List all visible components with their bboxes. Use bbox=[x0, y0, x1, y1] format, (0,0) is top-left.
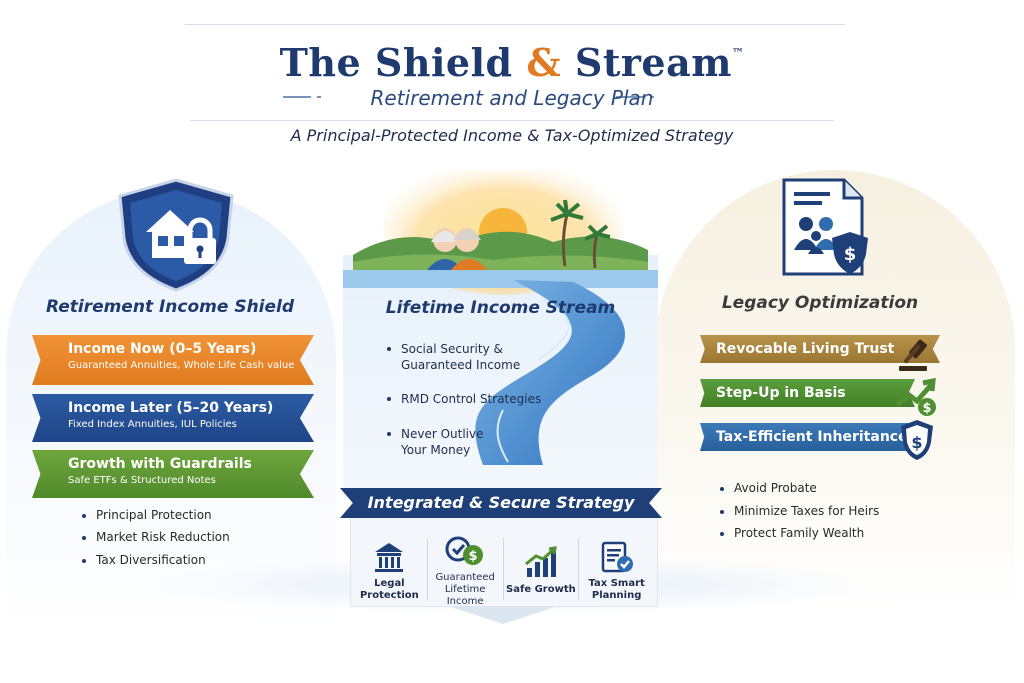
ribbon-tax-inheritance: Tax-Efficient Inheritance bbox=[700, 423, 910, 451]
feature-label: Legal Protection bbox=[359, 578, 419, 601]
ribbon-income-later: Income Later (5–20 Years) Fixed Index An… bbox=[32, 394, 314, 442]
svg-text:$: $ bbox=[922, 401, 931, 416]
ribbon-detail: Fixed Index Annuities, IUL Policies bbox=[68, 419, 237, 430]
feature-safe-growth: Safe Growth bbox=[504, 542, 579, 596]
ribbon-step-up-basis: Step-Up in Basis Strategy bbox=[700, 379, 915, 407]
bullet-text: Tax Diversification bbox=[96, 553, 206, 567]
subtitle-left-dashes bbox=[283, 96, 321, 98]
trademark-symbol: ™ bbox=[731, 46, 745, 60]
bullet-text: Social Security & Guaranteed Income bbox=[401, 342, 521, 372]
family-document-shield-icon: $ bbox=[782, 178, 868, 276]
bullet-tax-diversification: Tax Diversification bbox=[82, 553, 206, 567]
section-title-income-stream: Lifetime Income Stream bbox=[385, 298, 616, 318]
document-check-icon bbox=[601, 541, 633, 573]
section-title-legacy: Legacy Optimization bbox=[721, 293, 919, 313]
ribbon-income-now: Income Now (0–5 Years) Guaranteed Annuit… bbox=[32, 335, 314, 385]
title-part-stream: Stream bbox=[574, 40, 732, 85]
feature-label: Safe Growth bbox=[506, 584, 576, 595]
svg-text:$: $ bbox=[844, 244, 857, 265]
ribbon-detail: Safe ETFs & Structured Notes bbox=[68, 475, 216, 486]
header-divider bbox=[190, 120, 834, 121]
feature-guaranteed-income: $ Guaranteed Lifetime Income bbox=[428, 530, 503, 608]
arrow-dollar-icon: $ bbox=[895, 377, 936, 416]
gavel-icon bbox=[899, 339, 927, 371]
bullet-social-security: Social Security & Guaranteed Income bbox=[387, 341, 521, 373]
feature-separator bbox=[426, 538, 428, 600]
feature-separator bbox=[502, 538, 504, 600]
section-title-income-shield: Retirement Income Shield bbox=[45, 297, 295, 317]
ribbon-title: Growth with Guardrails bbox=[68, 456, 252, 472]
feature-row: Legal Protection $ Guaranteed Lifetime I… bbox=[352, 530, 654, 608]
growth-chart-icon bbox=[524, 546, 557, 577]
title-ampersand: & bbox=[526, 40, 562, 85]
bullet-market-risk: Market Risk Reduction bbox=[82, 530, 230, 544]
page-title: The Shield & Stream™ bbox=[0, 40, 1024, 85]
header-top-divider bbox=[185, 24, 845, 25]
page-tagline: A Principal-Protected Income & Tax-Optim… bbox=[290, 126, 734, 145]
bullet-text: Avoid Probate bbox=[734, 481, 817, 495]
bullet-principal-protection: Principal Protection bbox=[82, 508, 212, 522]
ribbon-living-trust: Revocable Living Trust bbox=[700, 335, 940, 363]
subtitle-right-dashes bbox=[616, 96, 654, 98]
feature-label: Guaranteed Lifetime Income bbox=[435, 572, 495, 607]
ribbon-title: Income Later (5–20 Years) bbox=[68, 400, 274, 416]
ribbon-detail: Guaranteed Annuities, Whole Life Cash va… bbox=[68, 360, 295, 371]
bullet-text: Minimize Taxes for Heirs bbox=[734, 504, 880, 518]
svg-text:$: $ bbox=[911, 433, 922, 452]
page-subtitle: Retirement and Legacy Plan bbox=[370, 86, 654, 110]
svg-text:$: $ bbox=[469, 549, 478, 564]
feature-tax-smart: Tax Smart Planning bbox=[579, 536, 654, 602]
feature-separator bbox=[578, 538, 580, 600]
sunset-river-illustration bbox=[343, 170, 658, 465]
integrated-strategy-banner: Integrated & Secure Strategy bbox=[340, 488, 662, 518]
bullet-text: RMD Control Strategies bbox=[401, 392, 542, 406]
bullet-text: Protect Family Wealth bbox=[734, 526, 865, 540]
bullet-text: Principal Protection bbox=[96, 508, 212, 522]
bullet-text: Market Risk Reduction bbox=[96, 530, 230, 544]
shield-house-lock-icon bbox=[118, 178, 234, 292]
bullet-protect-wealth: Protect Family Wealth bbox=[720, 526, 864, 540]
shield-dollar-icon: $ bbox=[901, 420, 933, 460]
feature-legal-protection: Legal Protection bbox=[352, 536, 427, 602]
bullet-avoid-probate: Avoid Probate bbox=[720, 481, 817, 495]
bank-building-icon bbox=[375, 543, 404, 572]
bullet-rmd-control: RMD Control Strategies bbox=[387, 391, 551, 407]
ribbon-growth-guardrails: Growth with Guardrails Safe ETFs & Struc… bbox=[32, 450, 314, 498]
bullet-text: Never Outlive Your Money bbox=[401, 427, 484, 457]
integrated-panel-pointer bbox=[448, 606, 558, 624]
ribbon-title: Income Now (0–5 Years) bbox=[68, 341, 257, 357]
bullet-never-outlive: Never Outlive Your Money bbox=[387, 426, 511, 458]
bullet-minimize-taxes: Minimize Taxes for Heirs bbox=[720, 504, 879, 518]
title-part-shield: The Shield bbox=[279, 40, 513, 85]
shield-dollar-icon: $ bbox=[445, 536, 484, 565]
feature-label: Tax Smart Planning bbox=[588, 578, 645, 601]
